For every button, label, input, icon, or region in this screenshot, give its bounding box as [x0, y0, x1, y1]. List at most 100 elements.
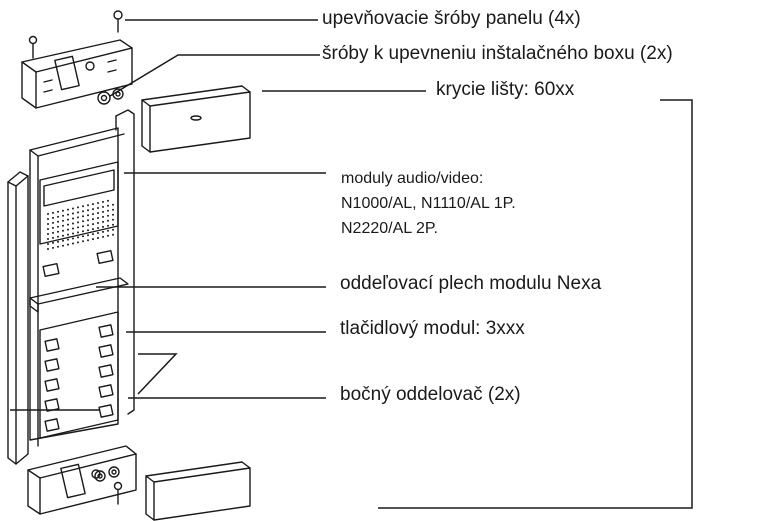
- grille-dot: [52, 226, 54, 229]
- grille-dot: [77, 231, 79, 234]
- grille-dot: [107, 229, 109, 232]
- grille-dot: [72, 242, 74, 245]
- grille-dot: [52, 241, 54, 244]
- speaker-grille: [47, 199, 114, 250]
- grille-dot: [102, 235, 104, 238]
- grille-dot: [82, 210, 84, 213]
- grille-dot: [87, 229, 89, 232]
- leader-line-box-screws: [109, 54, 320, 97]
- grille-dot: [62, 234, 64, 237]
- grille-dot: [107, 234, 109, 237]
- grille-dot: [97, 207, 99, 209]
- grille-dot: [57, 225, 59, 228]
- grille-dot: [112, 213, 114, 216]
- grille-dot: [112, 233, 114, 236]
- grille-dot: [57, 210, 59, 213]
- grille-dot: [62, 224, 64, 227]
- grille-dot: [97, 227, 99, 229]
- grille-dot: [87, 209, 89, 212]
- grille-dot: [47, 248, 49, 250]
- grille-dot: [107, 199, 109, 202]
- grille-dot: [97, 222, 99, 224]
- grille-dot: [82, 235, 84, 238]
- grille-dot: [92, 238, 94, 241]
- grille-dot: [97, 212, 99, 214]
- main-frame: [29, 127, 125, 447]
- grille-dot: [57, 235, 59, 238]
- grille-dot: [47, 228, 49, 230]
- grille-dot: [92, 213, 94, 216]
- grille-dot: [72, 212, 74, 215]
- grille-dot: [52, 221, 54, 224]
- separator-plate: [29, 277, 129, 313]
- grille-dot: [112, 218, 114, 221]
- grille-dot: [112, 203, 114, 206]
- bottom-box-screw-icon: [94, 466, 120, 482]
- label-panel-screws: upevňovacie šróby panelu (4x): [322, 8, 581, 29]
- grille-dot: [72, 227, 74, 230]
- label-av-modules-line2: N2220/AL 2P.: [341, 220, 438, 237]
- grille-dot: [92, 203, 94, 206]
- label-separator-plate: oddeľovací plech modulu Nexa: [340, 273, 602, 294]
- top-screw-icon: [113, 10, 123, 33]
- top-cover-strip: [141, 85, 251, 153]
- grille-dot: [52, 236, 54, 239]
- label-side-separator: bočný oddelovač (2x): [340, 384, 521, 405]
- grille-dot: [92, 208, 94, 211]
- left-screw-icon: [28, 35, 38, 59]
- grille-dot: [87, 239, 89, 242]
- grille-dot: [67, 213, 69, 216]
- grille-dot: [77, 236, 79, 239]
- grille-dot: [72, 237, 74, 240]
- grille-dot: [102, 200, 104, 203]
- grille-dot: [82, 205, 84, 208]
- grille-dot: [87, 234, 89, 237]
- grille-dot: [82, 215, 84, 218]
- grille-dot: [92, 223, 94, 226]
- grille-dot: [92, 228, 94, 231]
- grille-dot: [82, 230, 84, 233]
- grille-dot: [57, 215, 59, 218]
- grille-dot: [47, 233, 49, 235]
- grille-dot: [87, 204, 89, 207]
- grille-dot: [47, 238, 49, 240]
- grille-dot: [67, 243, 69, 246]
- grille-dot: [62, 219, 64, 222]
- grille-dot: [67, 238, 69, 241]
- grille-dot: [87, 219, 89, 222]
- grille-dot: [47, 223, 49, 225]
- grille-dot: [72, 217, 74, 220]
- grille-dot: [107, 219, 109, 222]
- grille-dot: [82, 225, 84, 228]
- grille-dot: [62, 209, 64, 212]
- label-box-screws: šróby k upevneniu inštalačného boxu (2x): [322, 43, 673, 64]
- grille-dot: [67, 223, 69, 226]
- grille-dot: [57, 220, 59, 223]
- audio-video-module: [39, 161, 119, 278]
- grille-dot: [107, 224, 109, 227]
- grille-dot: [67, 233, 69, 236]
- grille-dot: [52, 246, 54, 249]
- leader-line-side-separator-a: [137, 353, 178, 395]
- grille-dot: [57, 240, 59, 243]
- grille-dot: [107, 204, 109, 207]
- grille-dot: [92, 218, 94, 221]
- label-button-module: tlačidlový modul: 3xxx: [340, 318, 525, 339]
- grille-dot: [87, 214, 89, 217]
- top-mounting-bracket: [21, 39, 133, 109]
- button-module: [39, 311, 119, 439]
- grille-dot: [112, 208, 114, 211]
- grille-dot: [102, 215, 104, 218]
- grille-dot: [92, 233, 94, 236]
- label-av-modules-line1: N1000/AL, N1110/AL 1P.: [341, 195, 516, 212]
- grille-dot: [82, 240, 84, 243]
- grille-dot: [62, 229, 64, 232]
- grille-dot: [107, 214, 109, 217]
- grille-dot: [87, 224, 89, 227]
- grille-dot: [102, 220, 104, 223]
- grille-dot: [77, 241, 79, 244]
- label-av-modules-title: moduly audio/video:: [341, 170, 484, 187]
- grille-dot: [97, 232, 99, 234]
- grille-dot: [77, 211, 79, 214]
